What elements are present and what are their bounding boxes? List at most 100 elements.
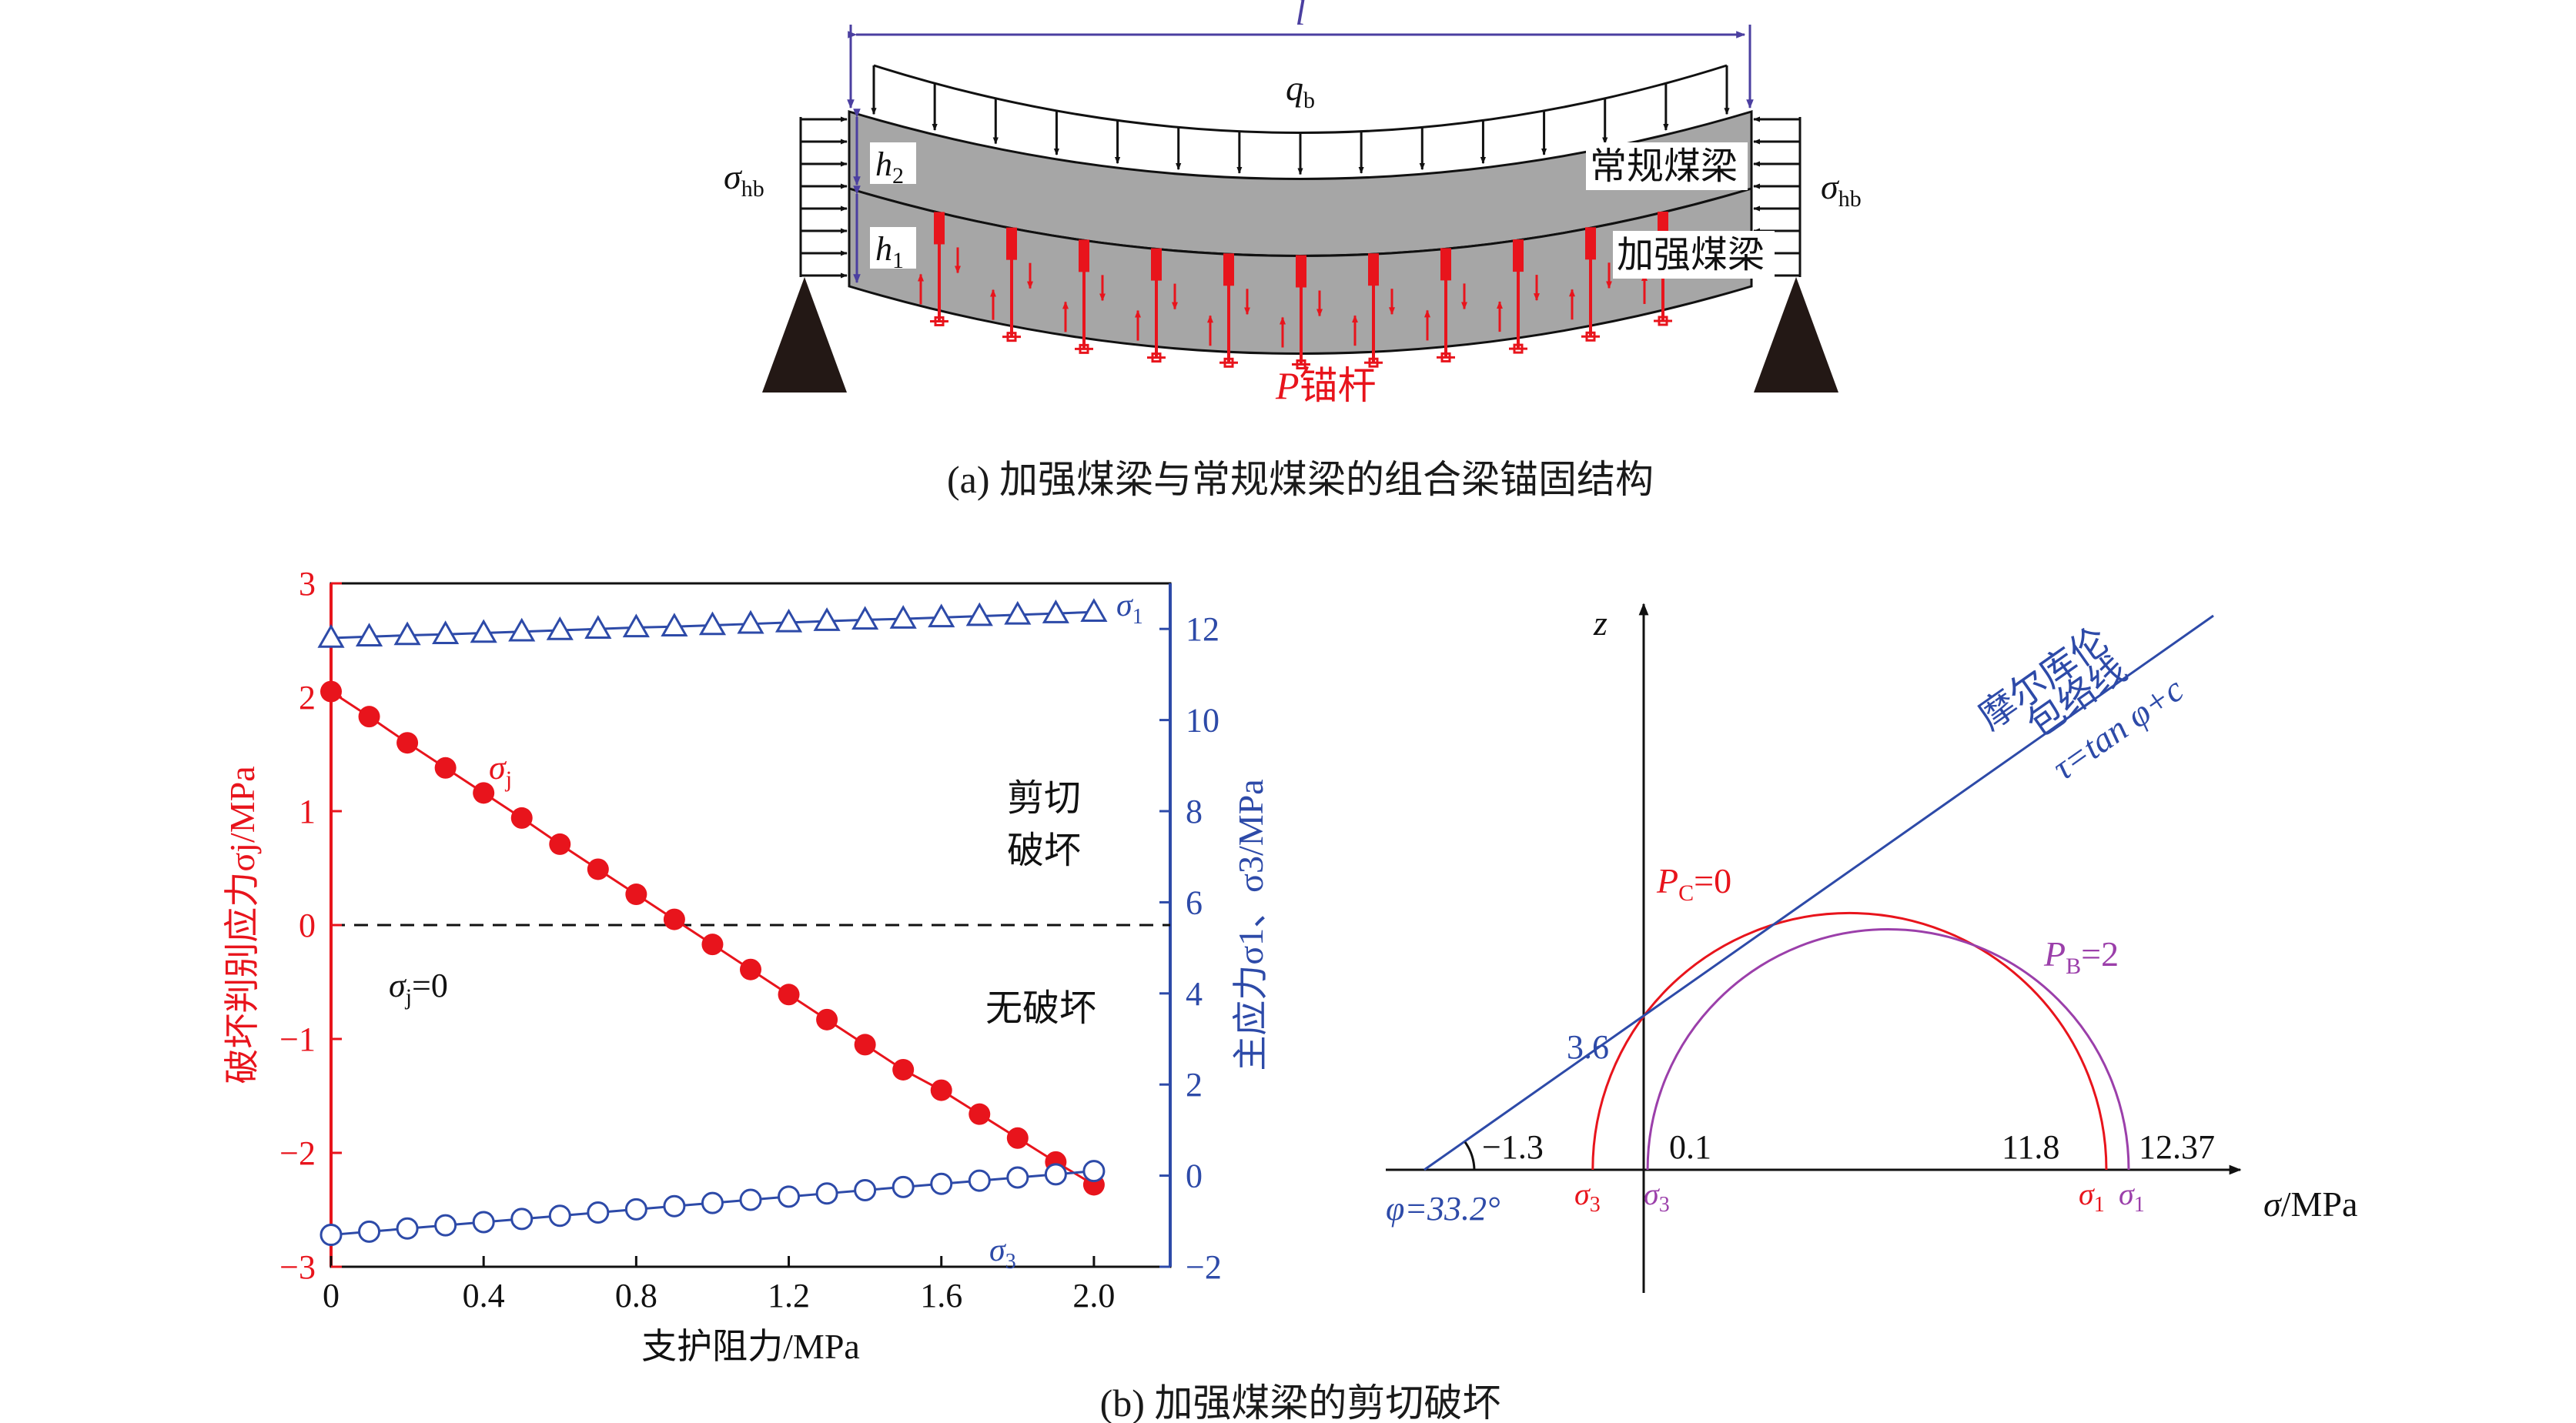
right-support: [1754, 277, 1838, 392]
mohr-diagram: z σ/MPa 摩尔库伦 包络线 τ=tan φ+c φ=33.2° 3.6 −…: [1386, 603, 2357, 1293]
lower-beam-label-box: [1613, 231, 1775, 279]
data-point: [473, 782, 495, 804]
data-point: [737, 610, 764, 634]
left-tick-label: 1: [299, 793, 316, 830]
data-point: [1044, 1163, 1067, 1186]
mohr-coulomb-envelope: [1423, 614, 2214, 1171]
distributed-load-arrows: [871, 65, 1730, 175]
z-axis-label: z: [1593, 603, 1607, 643]
data-point: [1006, 1127, 1029, 1149]
data-point: [740, 958, 761, 980]
left-tick-label: 3: [299, 565, 316, 603]
h1-label-box: [870, 227, 916, 269]
data-point: [778, 984, 800, 1006]
data-point: [358, 1220, 381, 1243]
bolt: [1280, 255, 1323, 369]
value-neg-1-3: −1.3: [1482, 1128, 1544, 1166]
load-label: qb: [1286, 68, 1315, 113]
left-support: [762, 277, 847, 392]
bolt-label: P锚杆: [1275, 364, 1377, 407]
bolt: [1207, 253, 1250, 368]
data-point: [587, 858, 609, 880]
mohr-circles: [1591, 911, 2130, 1171]
data-point: [930, 1079, 952, 1101]
data-point: [432, 620, 460, 645]
sigma3-label-b: σ3: [1644, 1177, 1670, 1217]
side-load-arrows: [799, 116, 1802, 279]
data-point: [889, 605, 917, 629]
sigma1-label-b: σ1: [2119, 1177, 2145, 1217]
data-point: [622, 613, 650, 638]
data-point: [584, 615, 612, 639]
caption-b: (b) 加强煤梁的剪切破坏: [1100, 1381, 1501, 1423]
data-point: [854, 1034, 876, 1056]
data-point: [320, 680, 342, 703]
data-point: [396, 1217, 419, 1240]
bolt: [1135, 248, 1178, 363]
data-point: [548, 1204, 571, 1228]
bolt: [1497, 239, 1540, 354]
left-axis-label: 破坏判别应力σj/MPa: [222, 766, 262, 1084]
data-point: [355, 623, 383, 647]
right-tick-label: 4: [1186, 975, 1203, 1013]
left-tick-label: 2: [299, 679, 316, 717]
zero-condition-label: σj=0: [389, 967, 448, 1010]
h2-label: h2: [875, 145, 904, 189]
data-point: [701, 934, 724, 956]
value-0-1: 0.1: [1669, 1128, 1711, 1166]
bolt: [1352, 253, 1395, 368]
right-tick-label: 12: [1186, 610, 1219, 648]
data-point: [1080, 598, 1108, 623]
region-no-failure: 无破坏: [985, 988, 1096, 1029]
region-shear-line1: 剪切: [1007, 778, 1081, 819]
side-load-label-left: σhb: [724, 157, 764, 202]
data-point: [701, 1191, 724, 1214]
left-tick-label: −2: [279, 1134, 316, 1172]
data-point: [816, 1008, 838, 1031]
left-tick-label: −3: [279, 1248, 316, 1286]
value-11-8: 11.8: [2002, 1128, 2059, 1166]
data-point: [698, 611, 727, 636]
data-point: [892, 1058, 915, 1081]
beam-diagram: l h2 h1 qb σhb σhb 常规煤梁 加强煤梁 P锚杆 (a) 加强煤…: [724, 0, 1862, 501]
series-sigma-1: [317, 598, 1108, 648]
label-sigma-j: σj: [489, 749, 512, 792]
bolts: [918, 211, 1684, 369]
data-point: [774, 608, 803, 633]
right-tick-label: −2: [1186, 1248, 1222, 1286]
data-point: [892, 1175, 915, 1198]
h2-label-box: [870, 142, 916, 184]
data-point: [851, 606, 879, 630]
data-point: [434, 1214, 457, 1237]
sigma1-label-c: σ1: [2079, 1177, 2105, 1217]
data-point: [1082, 1160, 1106, 1183]
data-point: [928, 603, 955, 628]
data-point: [663, 908, 685, 930]
sigma-axis-label: σ/MPa: [2263, 1184, 2357, 1224]
data-point: [1004, 600, 1032, 625]
data-point: [813, 607, 841, 631]
data-point: [508, 617, 536, 642]
x-tick-label: 0.4: [463, 1277, 505, 1314]
circle-c-label: PC=0: [1656, 861, 1731, 906]
label-sigma-1: σ1: [1116, 588, 1143, 629]
data-point: [624, 1198, 647, 1221]
value-12-37: 12.37: [2139, 1128, 2215, 1166]
right-tick-label: 2: [1186, 1066, 1203, 1104]
data-point: [930, 1172, 953, 1195]
data-point: [1006, 1166, 1029, 1189]
mohr-circle: [1646, 928, 2130, 1171]
data-point: [854, 1179, 877, 1202]
data-point: [396, 732, 419, 754]
label-sigma-3: σ3: [989, 1233, 1016, 1274]
left-tick-label: −1: [279, 1020, 316, 1058]
data-point: [510, 1208, 534, 1231]
intercept-label: 3.6: [1567, 1028, 1609, 1066]
data-point: [472, 1211, 495, 1234]
data-point: [393, 621, 421, 646]
right-tick-label: 0: [1186, 1157, 1203, 1195]
